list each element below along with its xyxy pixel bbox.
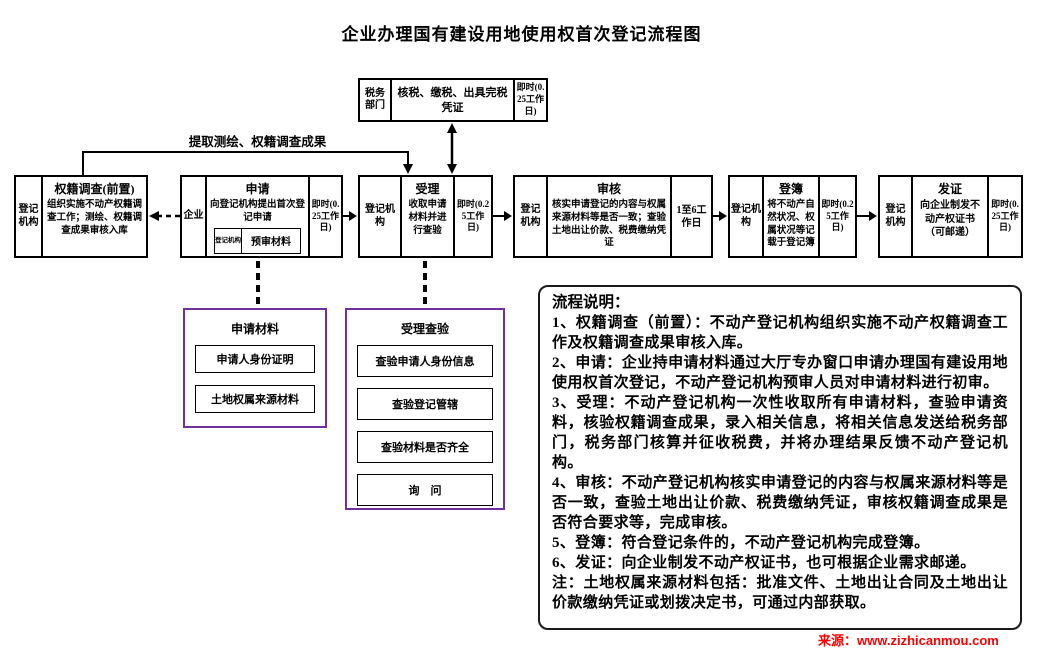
step-actor-label: 登记机构 [880, 177, 913, 256]
step-title: 权籍调查(前置) [54, 182, 135, 196]
step-time-label: 1至6工作日 [670, 177, 711, 256]
note-item-4: 4、审核：不动产登记机构核实申请登记的内容与权属来源材料等是否一致，查验土地出让… [552, 475, 1008, 531]
notes-title: 流程说明： [552, 294, 630, 311]
extract-results-label: 提取测绘、权籍调查成果 [188, 135, 327, 149]
step-time-label: 即时(0.25工作日) [987, 177, 1021, 256]
subbox-task-text: 预审材料 [251, 237, 291, 249]
subbox-actor-label: 登记机构 [215, 228, 242, 253]
pre-review-subbox: 登记机构 预审材料 [214, 227, 301, 254]
source-watermark: 来源：www.zizhicanmou.com [818, 633, 999, 648]
step-body: 将不动产自然状况、权属状况等记载于登记簿 [767, 200, 815, 249]
check-item: 查验材料是否齐全 [357, 431, 493, 463]
material-item: 申请人身份证明 [195, 345, 315, 373]
note-item-2: 2、申请：企业持申请材料通过大厅专办窗口申请办理国有建设用地使用权首次登记，不动… [552, 355, 1008, 391]
page-title: 企业办理国有建设用地使用权首次登记流程图 [341, 25, 702, 44]
tax-task-text: 核税、缴税、出具完税凭证 [397, 87, 508, 114]
step-title: 审核 [596, 182, 621, 196]
step-title: 受理 [415, 182, 440, 196]
step-actor-label: 企业 [182, 177, 207, 256]
check-item: 询 问 [357, 474, 493, 506]
step-body: 组织实施不动产权籍调查工作；测绘、权籍调查成果审核入库 [46, 200, 142, 236]
check-item: 查验登记管辖 [357, 388, 493, 420]
check-item: 查验申请人身份信息 [357, 345, 493, 377]
process-notes-panel: 流程说明： 1、权籍调查（前置）：不动产登记机构组织实施不动产权籍调查工作及权籍… [538, 285, 1022, 630]
step-actor-label: 登记机构 [515, 177, 548, 256]
step-title: 登簿 [778, 182, 803, 196]
panel-title: 受理查验 [400, 322, 449, 336]
flow-step-acceptance: 登记机构 受理 收取申请材料并进行查验 即时(0.25工作日) [358, 175, 493, 258]
step-actor-label: 登记机构 [730, 177, 764, 256]
step-title: 发证 [937, 182, 962, 196]
step-body: 收取申请材料并进行查验 [408, 200, 447, 236]
flow-step-registration: 登记机构 登簿 将不动产自然状况、权属状况等记载于登记簿 即时(0.25工作日) [728, 175, 857, 258]
tax-department-box: 税务部门 核税、缴税、出具完税凭证 即时(0.25工作日) [358, 78, 548, 122]
step-body: 向企业制发不动产权证书（可邮递） [920, 200, 980, 238]
note-item-6: 6、发证：向企业制发不动产权证书，也可根据企业需求邮递。 [552, 555, 976, 571]
note-item-1: 1、权籍调查（前置）：不动产登记机构组织实施不动产权籍调查工作及权籍调查成果审核… [552, 315, 1008, 351]
note-item-5: 5、登簿：符合登记条件的，不动产登记机构完成登簿。 [552, 535, 930, 551]
flow-step-review: 登记机构 审核 核实申请登记的内容与权属来源材料等是否一致；查验土地出让价款、税… [513, 175, 713, 258]
step-body: 核实申请登记的内容与权属来源材料等是否一致；查验土地出让价款、税费缴纳凭证 [551, 200, 666, 249]
note-item-3: 3、受理：不动产登记机构一次性收取所有申请材料，查验申请资料，核验权籍调查成果，… [552, 395, 1008, 471]
application-materials-panel: 申请材料 申请人身份证明 土地权属来源材料 [183, 308, 327, 428]
step-time-label: 即时(0.25工作日) [308, 177, 341, 256]
tax-actor-label: 税务部门 [360, 80, 392, 120]
step-title: 申请 [245, 182, 270, 196]
step-body: 向登记机构提出首次登记申请 [210, 200, 306, 223]
tax-time-label: 即时(0.25工作日) [513, 80, 546, 120]
flow-step-application: 企业 申请 向登记机构提出首次登记申请 登记机构 预审材料 即时(0.25工作日… [180, 175, 343, 258]
step-time-label: 即时(0.25工作日) [453, 177, 491, 256]
step-actor-label: 登记机构 [360, 177, 402, 256]
step-actor-label: 登记机构 [16, 177, 43, 256]
flow-step-certificate: 登记机构 发证 向企业制发不动产权证书（可邮递） 即时(0.25工作日) [878, 175, 1023, 258]
panel-title: 申请材料 [230, 322, 279, 336]
flow-step-cadastral-survey: 登记机构 权籍调查(前置) 组织实施不动产权籍调查工作；测绘、权籍调查成果审核入… [14, 175, 148, 258]
material-item: 土地权属来源材料 [195, 385, 315, 413]
acceptance-checks-panel: 受理查验 查验申请人身份信息 查验登记管辖 查验材料是否齐全 询 问 [345, 308, 505, 510]
step-time-label: 即时(0.25工作日) [818, 177, 855, 256]
note-item-remark: 注：土地权属来源材料包括：批准文件、土地出让合同及土地出让价款缴纳凭证或划拨决定… [552, 575, 1008, 611]
